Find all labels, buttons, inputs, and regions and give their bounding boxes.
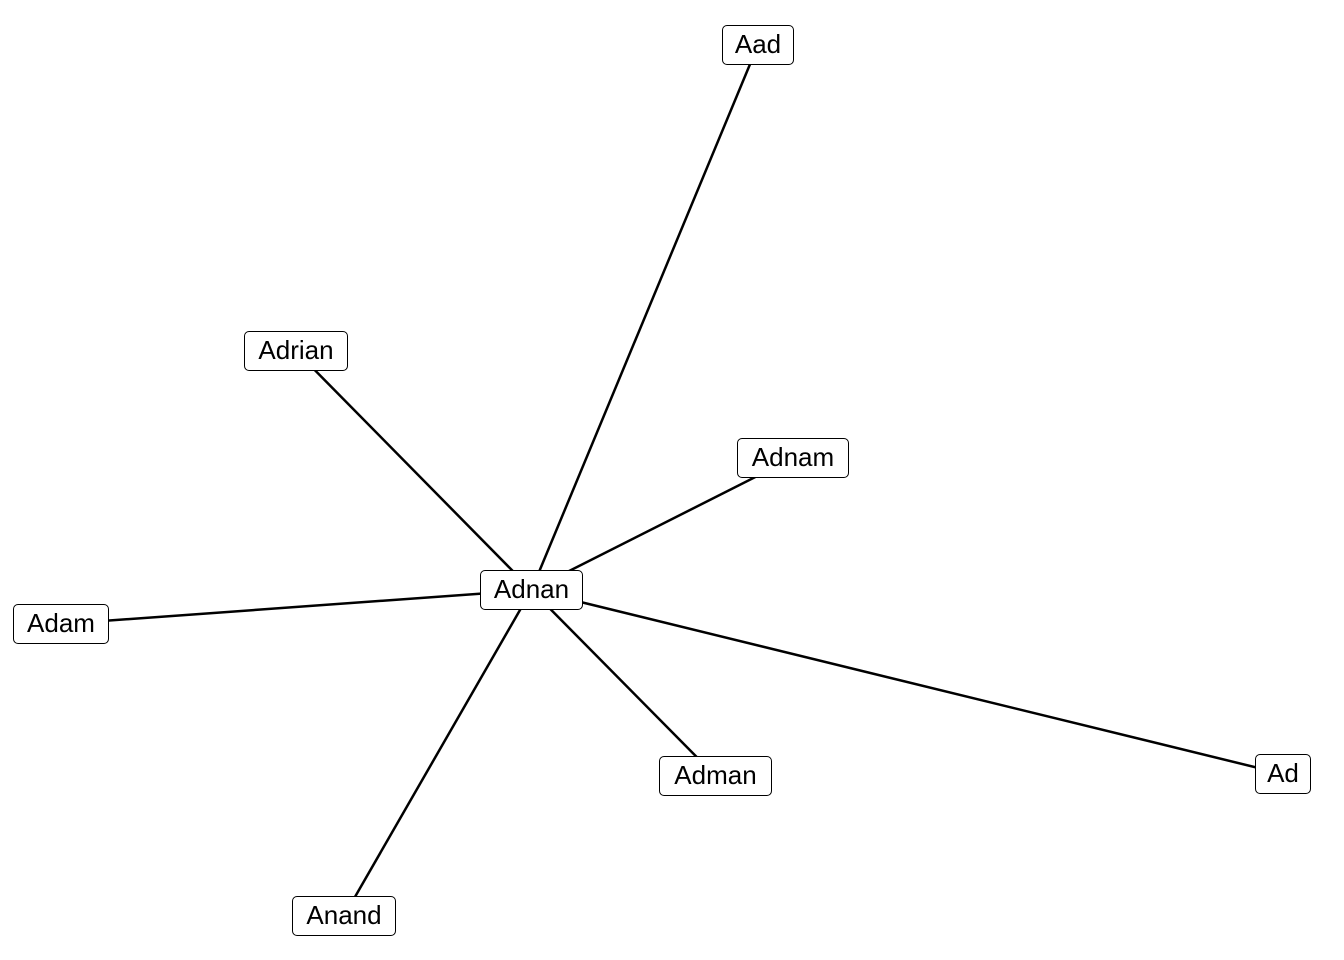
edge-adnan-adam xyxy=(60,588,532,626)
node-adnam: Adnam xyxy=(737,438,849,478)
edge-adnan-aad xyxy=(530,44,760,591)
node-adrian: Adrian xyxy=(244,331,348,371)
node-ad: Ad xyxy=(1255,754,1311,794)
edge-adnan-ad xyxy=(531,588,1284,776)
edge-adnan-adrian xyxy=(295,350,533,591)
node-adnan: Adnan xyxy=(480,570,583,610)
node-anand: Anand xyxy=(292,896,396,936)
node-adman: Adman xyxy=(659,756,772,796)
edge-adnan-adman xyxy=(530,589,717,777)
node-adam: Adam xyxy=(13,604,109,644)
edge-adnan-anand xyxy=(342,589,533,917)
node-aad: Aad xyxy=(722,25,794,65)
edge-adnan-adnam xyxy=(530,456,794,592)
